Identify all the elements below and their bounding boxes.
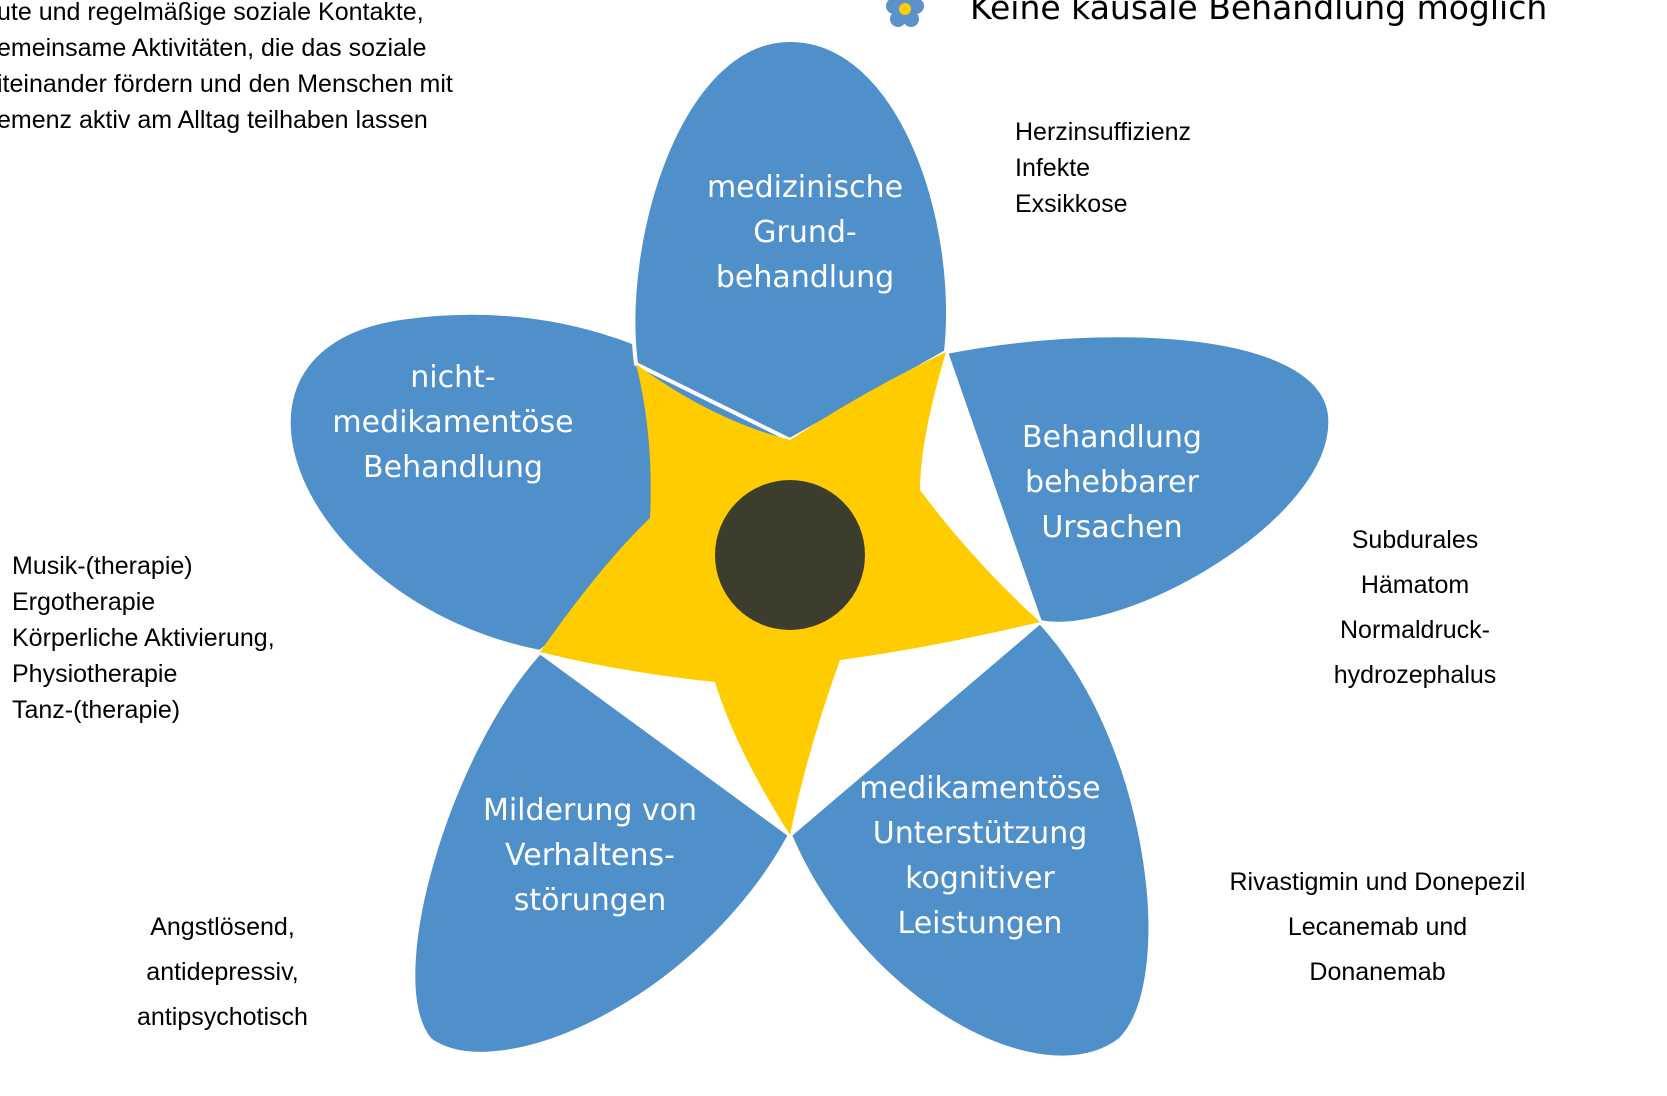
petal-label-behavior-disorders: Milderung von Verhaltens- störungen <box>482 793 698 918</box>
petal-label-medical-basic-treatment: medizinische Grund- behandlung <box>706 170 904 295</box>
flower-center <box>715 480 865 630</box>
petal-label-treatable-causes: Behandlung behebbarer Ursachen <box>1022 420 1202 545</box>
note-drugs: Rivastigmin und Donepezil Lecanemab und … <box>1229 868 1526 986</box>
forget-me-not-icon <box>886 0 924 27</box>
petal-lower-right <box>787 619 1153 1060</box>
note-treatable-causes: Subdurales Hämatom Normaldruck- hydrozep… <box>1333 526 1497 689</box>
petal-label-cognitive-drug-support: medikamentöse Unterstützung kognitiver L… <box>859 771 1101 941</box>
petal-upper-right <box>943 333 1333 626</box>
note-behavior: Angstlösend, antidepressiv, antipsychoti… <box>137 913 308 1031</box>
page-heading: Keine kausale Behandlung möglich <box>970 0 1548 27</box>
petal-label-non-drug-treatment: nicht- medikamentöse Behandlung <box>332 360 574 485</box>
note-therapies: Musik-(therapie) Ergotherapie Körperlich… <box>12 552 275 724</box>
note-social-contacts: ute und regelmäßige soziale Kontakte, em… <box>0 0 453 134</box>
petal-lower-left <box>411 649 793 1056</box>
petal-top <box>631 37 951 443</box>
note-medical-conditions: Herzinsuffizienz Infekte Exsikkose <box>1015 118 1192 218</box>
